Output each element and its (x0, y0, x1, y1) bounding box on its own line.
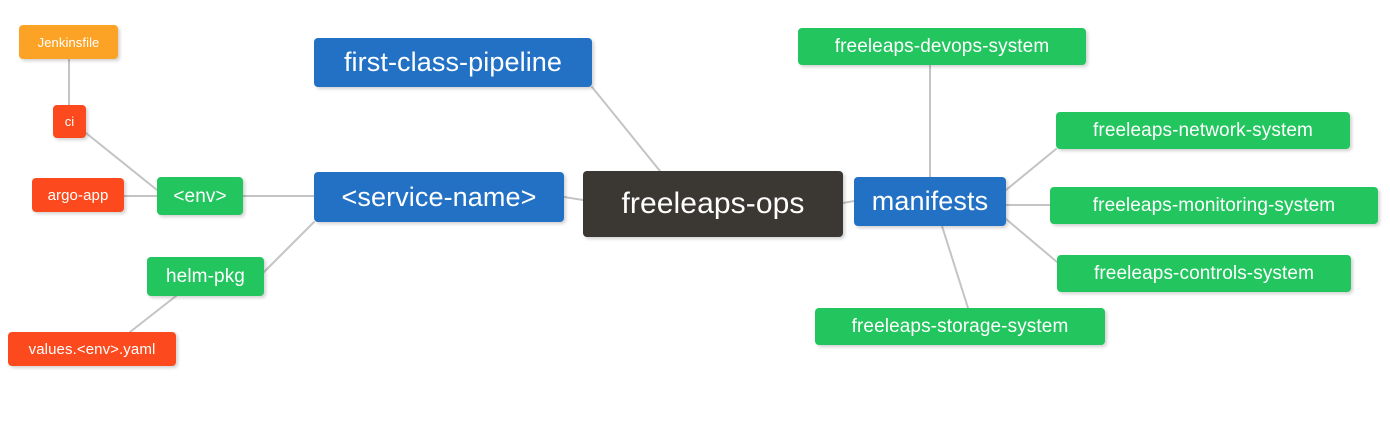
node-freeleaps-ops[interactable]: freeleaps-ops (583, 171, 843, 237)
node-freeleaps-storage-system[interactable]: freeleaps-storage-system (815, 308, 1105, 345)
edge-helm-pkg-to-values-yaml (129, 295, 177, 333)
node-first-class-pipeline[interactable]: first-class-pipeline (314, 38, 592, 87)
node-manifests[interactable]: manifests (854, 177, 1006, 226)
node-label-ci: ci (64, 114, 75, 129)
node-env[interactable]: <env> (157, 177, 243, 215)
node-freeleaps-devops-system[interactable]: freeleaps-devops-system (798, 28, 1086, 65)
node-helm-pkg[interactable]: helm-pkg (147, 257, 264, 296)
node-label-service-name: <service-name> (341, 181, 537, 212)
edge-service-name-to-freeleaps-ops (563, 196, 584, 201)
node-label-jenkinsfile: Jenkinsfile (37, 34, 100, 50)
node-label-freeleaps-devops-system: freeleaps-devops-system (834, 36, 1050, 57)
node-service-name[interactable]: <service-name> (314, 172, 564, 222)
edge-manifests-to-freeleaps-storage-system (941, 225, 969, 309)
node-label-freeleaps-monitoring-system: freeleaps-monitoring-system (1092, 195, 1336, 216)
edge-first-class-pipeline-to-freeleaps-ops (591, 86, 661, 172)
node-freeleaps-controls-system[interactable]: freeleaps-controls-system (1057, 255, 1351, 292)
node-ci[interactable]: ci (53, 105, 86, 138)
node-label-helm-pkg: helm-pkg (166, 266, 245, 287)
node-label-freeleaps-ops: freeleaps-ops (621, 187, 805, 220)
node-label-manifests: manifests (871, 186, 989, 216)
edge-freeleaps-ops-to-manifests (842, 200, 855, 204)
edge-manifests-to-freeleaps-controls-system (1005, 218, 1058, 263)
node-argo-app[interactable]: argo-app (32, 178, 124, 212)
node-label-freeleaps-controls-system: freeleaps-controls-system (1093, 263, 1315, 284)
node-freeleaps-monitoring-system[interactable]: freeleaps-monitoring-system (1050, 187, 1378, 224)
node-label-freeleaps-network-system: freeleaps-network-system (1093, 120, 1313, 141)
node-freeleaps-network-system[interactable]: freeleaps-network-system (1056, 112, 1350, 149)
node-label-values-yaml: values.<env>.yaml (28, 340, 156, 358)
node-jenkinsfile[interactable]: Jenkinsfile (19, 25, 118, 59)
node-label-argo-app: argo-app (47, 186, 109, 204)
node-label-env: <env> (173, 185, 227, 207)
edge-manifests-to-freeleaps-network-system (1005, 148, 1057, 191)
edge-service-name-to-helm-pkg (263, 221, 315, 273)
node-label-freeleaps-storage-system: freeleaps-storage-system (851, 316, 1069, 337)
node-label-first-class-pipeline: first-class-pipeline (343, 47, 563, 77)
node-values-yaml[interactable]: values.<env>.yaml (8, 332, 176, 366)
